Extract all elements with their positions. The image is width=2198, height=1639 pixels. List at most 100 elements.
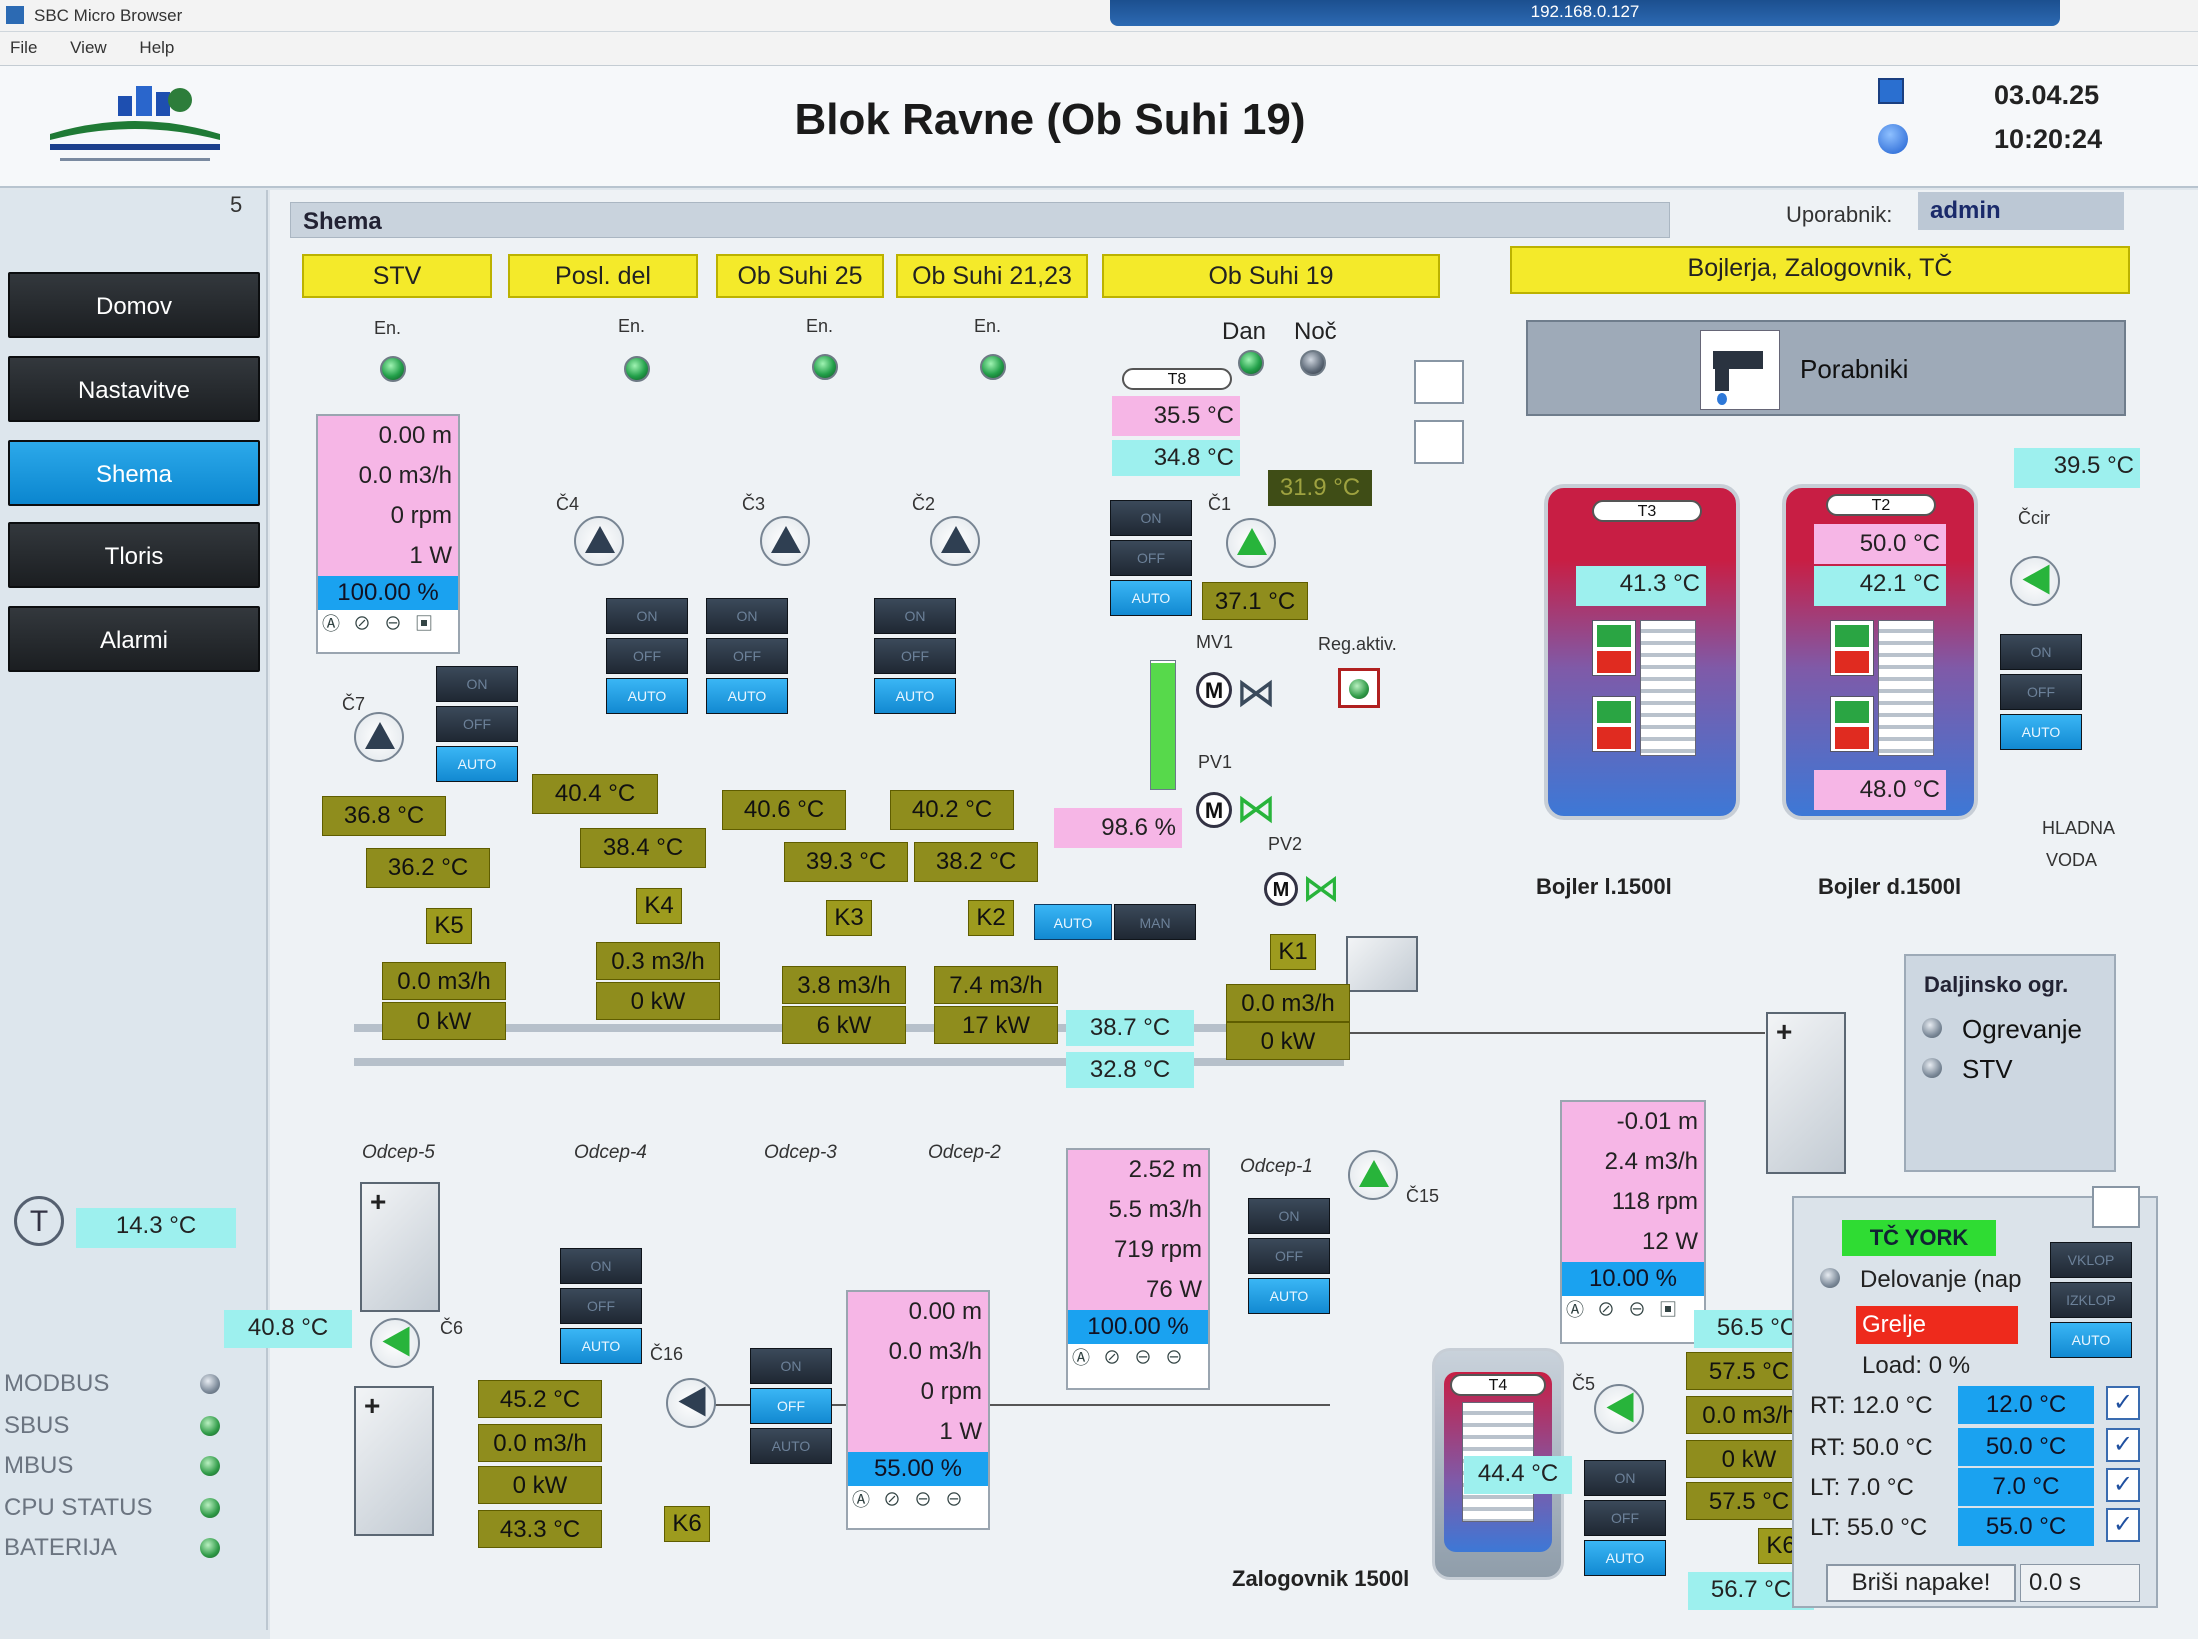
c1-auto-button[interactable]: AUTO — [1110, 580, 1192, 616]
york-row-2-value[interactable]: 50.0 °C — [1958, 1428, 2094, 1466]
york-vklop-button[interactable]: VKLOP — [2050, 1242, 2132, 1278]
odcep1-mode-icons[interactable]: Ⓐ ⊘ ⊖ ⊖ — [1072, 1348, 1188, 1368]
c7-auto-button[interactable]: AUTO — [436, 746, 518, 782]
c6-pump-icon[interactable] — [370, 1318, 420, 1368]
york-auto-button[interactable]: AUTO — [2050, 1322, 2132, 1358]
en-label-os25: En. — [806, 316, 834, 336]
bojler-left-label: Bojler l.1500l — [1536, 874, 1672, 899]
odcep-1-label: Odcep-1 — [1240, 1156, 1313, 1177]
c6-temp2: 43.3 °C — [478, 1510, 602, 1548]
stv-radio[interactable] — [1922, 1058, 1942, 1078]
c4-pump-icon[interactable] — [574, 516, 624, 566]
c6-temp1: 45.2 °C — [478, 1380, 602, 1418]
c6-off-button[interactable]: OFF — [560, 1288, 642, 1324]
c4-on-button[interactable]: ON — [606, 598, 688, 634]
c7-on-button[interactable]: ON — [436, 666, 518, 702]
stv-power: 1 W — [318, 536, 458, 576]
c16-pump-box: 0.00 m 0.0 m3/h 0 rpm 1 W 55.00 % Ⓐ ⊘ ⊖ … — [846, 1290, 990, 1530]
ogrevanje-radio[interactable] — [1922, 1018, 1942, 1038]
c15-pct: 10.00 % — [1562, 1262, 1704, 1296]
york-row-1-value[interactable]: 12.0 °C — [1958, 1386, 2094, 1424]
nav-alarmi[interactable]: Alarmi — [8, 606, 260, 672]
en-led-os2123 — [980, 354, 1006, 380]
zalog-k6: K6 — [1758, 1528, 1804, 1564]
york-reset-errors-button[interactable]: Briši napake! — [1826, 1564, 2016, 1602]
c6-on-button[interactable]: ON — [560, 1248, 642, 1284]
menu-file[interactable]: File — [10, 38, 38, 57]
c5-auto-button[interactable]: AUTO — [1584, 1540, 1666, 1576]
ccir-pump-icon[interactable] — [2010, 556, 2060, 606]
remote-connection-bar[interactable]: 192.168.0.127 — [1110, 0, 2060, 26]
pv2-motor-icon[interactable]: M — [1264, 872, 1298, 906]
mv1-motor-icon[interactable]: M — [1196, 672, 1232, 708]
york-trend-icon[interactable] — [2092, 1186, 2140, 1228]
odcep1-off-button[interactable]: OFF — [1248, 1238, 1330, 1274]
trend-chart-icon-1[interactable] — [1414, 360, 1464, 404]
york-row-1-check-icon[interactable]: ✓ — [2106, 1386, 2140, 1420]
c3-off-button[interactable]: OFF — [706, 638, 788, 674]
c1-off-button[interactable]: OFF — [1110, 540, 1192, 576]
c2-auto-button[interactable]: AUTO — [874, 678, 956, 714]
c3-pump-icon[interactable] — [760, 516, 810, 566]
c2-on-button[interactable]: ON — [874, 598, 956, 634]
nav-shema[interactable]: Shema — [8, 440, 260, 506]
york-izklop-button[interactable]: IZKLOP — [2050, 1282, 2132, 1318]
york-row-4-check-icon[interactable]: ✓ — [2106, 1508, 2140, 1542]
c16-off-button[interactable]: OFF — [750, 1388, 832, 1424]
c5-temp2: 57.5 °C — [1686, 1482, 1812, 1520]
mv1-valve-icon: ⋈ — [1236, 671, 1276, 715]
valve-pct: 98.6 % — [1054, 808, 1182, 848]
stv-mode-icons[interactable]: Ⓐ ⊘ ⊖ ▣ — [322, 614, 438, 634]
nav-tloris[interactable]: Tloris — [8, 522, 260, 588]
c2-off-button[interactable]: OFF — [874, 638, 956, 674]
ccir-on-button[interactable]: ON — [2000, 634, 2082, 670]
nav-nastavitve[interactable]: Nastavitve — [8, 356, 260, 422]
c15-mode-icons[interactable]: Ⓐ ⊘ ⊖ ▣ — [1566, 1300, 1682, 1320]
york-row-4-value[interactable]: 55.0 °C — [1958, 1508, 2094, 1546]
c16-on-button[interactable]: ON — [750, 1348, 832, 1384]
status-sbus-label: SBUS — [4, 1412, 70, 1439]
pv1-motor-icon[interactable]: M — [1196, 792, 1232, 828]
man-mode-button[interactable]: MAN — [1114, 904, 1196, 940]
c2-pump-icon[interactable] — [930, 516, 980, 566]
c1-pump-icon[interactable] — [1226, 518, 1276, 568]
c3-auto-button[interactable]: AUTO — [706, 678, 788, 714]
c7-pump-icon[interactable] — [354, 712, 404, 762]
c15-pump-icon[interactable] — [1348, 1150, 1398, 1200]
c5-pump-icon[interactable] — [1594, 1384, 1644, 1434]
c6-label: Č6 — [440, 1318, 464, 1338]
section-bar: Shema — [290, 202, 1670, 238]
c4-auto-button[interactable]: AUTO — [606, 678, 688, 714]
odcep1-on-button[interactable]: ON — [1248, 1198, 1330, 1234]
c16-auto-button[interactable]: AUTO — [750, 1428, 832, 1464]
c7-temp1: 36.8 °C — [322, 796, 446, 836]
c16-pump-icon[interactable] — [666, 1378, 716, 1428]
odcep1-auto-button[interactable]: AUTO — [1248, 1278, 1330, 1314]
t4-temp: 44.4 °C — [1464, 1456, 1572, 1494]
c7-kw: 0 kW — [382, 1002, 506, 1040]
c7-off-button[interactable]: OFF — [436, 706, 518, 742]
york-row-2-check-icon[interactable]: ✓ — [2106, 1428, 2140, 1462]
c1-on-button[interactable]: ON — [1110, 500, 1192, 536]
c16-mode-icons[interactable]: Ⓐ ⊘ ⊖ ⊖ — [852, 1490, 968, 1510]
section-ob-suhi-25: Ob Suhi 25 — [716, 254, 884, 298]
menu-view[interactable]: View — [70, 38, 107, 57]
ccir-off-button[interactable]: OFF — [2000, 674, 2082, 710]
c6-auto-button[interactable]: AUTO — [560, 1328, 642, 1364]
c15-power: 12 W — [1562, 1222, 1704, 1262]
c5-off-button[interactable]: OFF — [1584, 1500, 1666, 1536]
c5-on-button[interactable]: ON — [1584, 1460, 1666, 1496]
nav-domov[interactable]: Domov — [8, 272, 260, 338]
ccir-auto-button[interactable]: AUTO — [2000, 714, 2082, 750]
ccir-label: Čcir — [2018, 508, 2050, 528]
daljinsko-heat-exchanger-icon: + — [1766, 1012, 1846, 1174]
menu-help[interactable]: Help — [139, 38, 175, 57]
c4-flow: 0.3 m3/h — [596, 942, 720, 980]
trend-chart-icon-2[interactable] — [1414, 420, 1464, 464]
auto-mode-button[interactable]: AUTO — [1034, 904, 1112, 940]
return-temp: 32.8 °C — [1066, 1052, 1194, 1088]
york-row-3-value[interactable]: 7.0 °C — [1958, 1468, 2094, 1506]
c4-off-button[interactable]: OFF — [606, 638, 688, 674]
c3-on-button[interactable]: ON — [706, 598, 788, 634]
york-row-3-check-icon[interactable]: ✓ — [2106, 1468, 2140, 1502]
